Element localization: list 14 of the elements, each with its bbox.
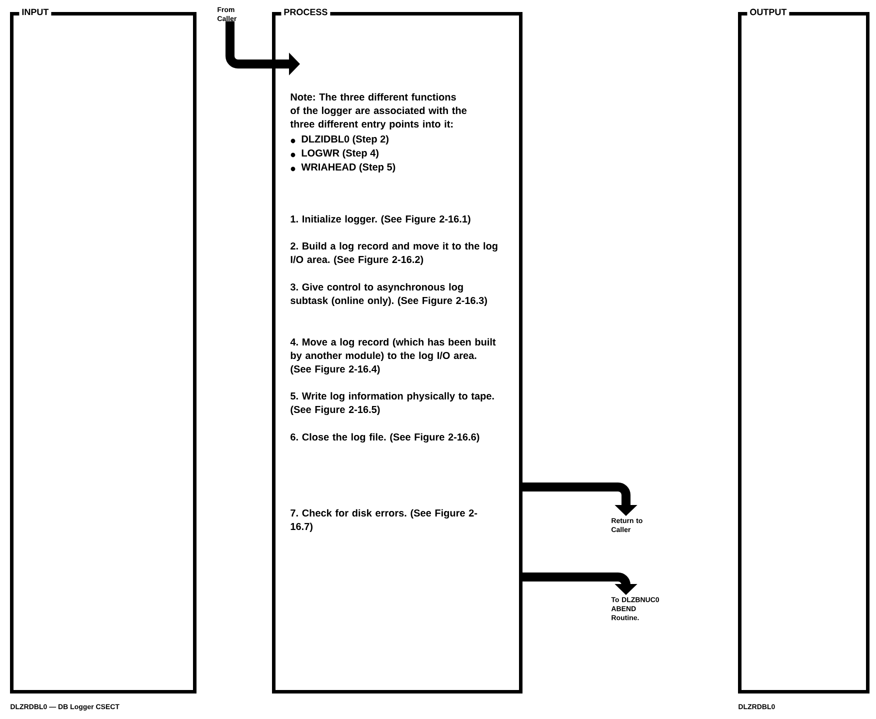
panel-title: OUTPUT xyxy=(747,6,790,18)
step-text: 1. Initialize logger. (See Figure 2-16.1) xyxy=(290,215,470,225)
panel-title: INPUT xyxy=(19,6,52,18)
step-text: 3. Give control to asynchronous log subtask (online only). (See Figure 2-16.3) xyxy=(290,283,487,306)
step-text: 7. Check for disk errors. (See Figure 2-16.7) xyxy=(290,509,478,532)
step-text: 4. Move a log record (which has been built by another module) to the log I/O area. (See Figure 2-16.4) xyxy=(290,338,496,375)
step-text: 2. Build a log record and move it to the log I/O area. (See Figure 2-16.2) xyxy=(290,242,498,266)
step-text: 5. Write log information physically to tape. (See Figure 2-16.5) xyxy=(290,392,494,416)
step-text: 6. Close the log file. (See Figure 2-16.6) xyxy=(290,433,480,443)
step-text: Note: The three different functions of the logger are associated with the three different entry points into it: xyxy=(290,93,467,130)
bullet-item: DLZIDBL0 (Step 2) xyxy=(302,135,388,144)
bullet-item: LOGWR (Step 4) xyxy=(302,149,378,158)
bullet-item: WRIAHEAD (Step 5) xyxy=(301,163,396,172)
panel-title: PROCESS xyxy=(281,6,330,18)
